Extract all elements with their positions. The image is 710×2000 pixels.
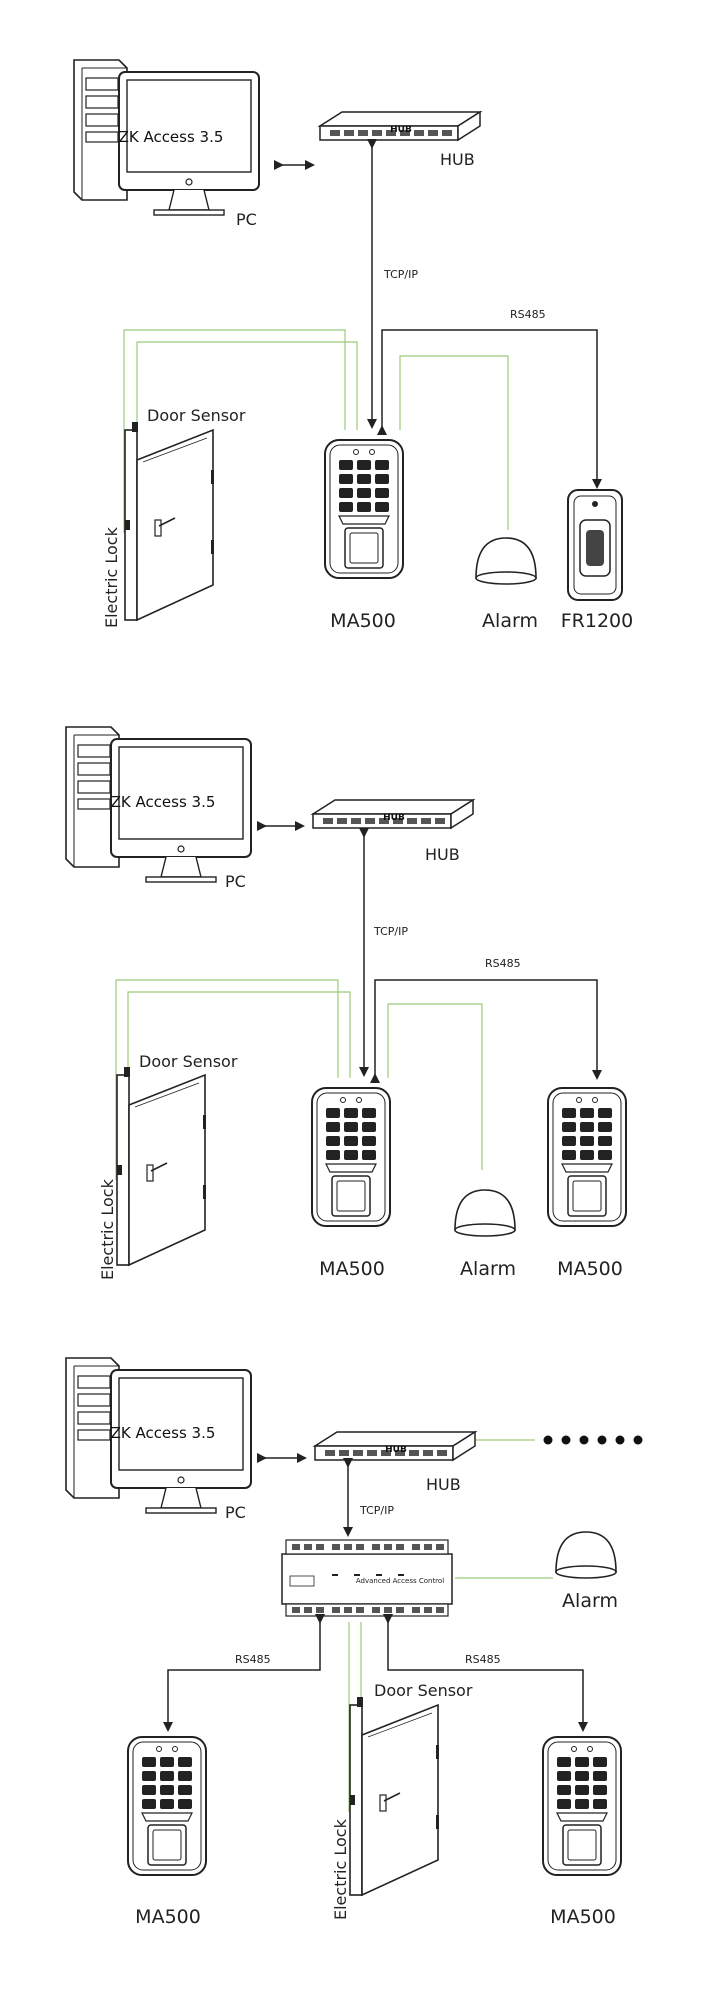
hub-device-text: HUB <box>383 813 405 823</box>
ma500-terminal-icon <box>311 1087 391 1227</box>
software-label: ZK Access 3.5 <box>119 128 224 146</box>
reader-label: MA500 <box>557 1258 623 1280</box>
tcpip-label: TCP/IP <box>383 268 418 281</box>
hub-label: HUB <box>425 845 460 864</box>
lock-wire <box>115 979 339 1180</box>
electric-lock-label: Electric Lock <box>102 526 121 628</box>
pc-label: PC <box>225 1503 246 1522</box>
alarm-icon <box>475 537 537 585</box>
ma500-terminal-icon <box>324 439 404 579</box>
reader-right-label: MA500 <box>550 1906 616 1928</box>
rs485-label: RS485 <box>485 957 521 970</box>
rs485-left-link <box>163 1614 325 1732</box>
door-sensor-label: Door Sensor <box>374 1681 473 1700</box>
rs485-right-link <box>383 1614 588 1732</box>
software-label: ZK Access 3.5 <box>111 1424 216 1442</box>
alarm-icon <box>555 1531 617 1579</box>
ma500-reader-icon <box>547 1087 627 1227</box>
more-devices-dots <box>543 1435 643 1445</box>
ma500-right-icon <box>542 1736 622 1876</box>
door-sensor-icon <box>132 422 138 432</box>
door-sensor-label: Door Sensor <box>147 406 246 425</box>
controller-text: Advanced Access Control <box>356 1577 444 1585</box>
diagram-1: ZK Access 3.5 PC HUB HUB TCP/IP RS485 Do… <box>73 59 633 632</box>
alarm-label: Alarm <box>562 1590 618 1612</box>
diagram-3: ZK Access 3.5 PC HUB HUB TCP/IP Advanced… <box>65 1357 643 1928</box>
ma500-left-icon <box>127 1736 207 1876</box>
fingerprint-reader-icon <box>567 489 623 601</box>
reader-left-label: MA500 <box>135 1906 201 1928</box>
diagram-2: ZK Access 3.5 PC HUB HUB TCP/IP RS485 Do… <box>65 726 627 1280</box>
rs485-link <box>377 329 602 489</box>
hub-label: HUB <box>426 1475 461 1494</box>
sensor-wire <box>136 341 358 430</box>
sensor-wire <box>127 991 351 1078</box>
hub-label: HUB <box>440 150 475 169</box>
door-sensor-label: Door Sensor <box>139 1052 238 1071</box>
terminal-label: MA500 <box>319 1258 385 1280</box>
pc-label: PC <box>236 210 257 229</box>
electric-lock-label: Electric Lock <box>331 1818 350 1920</box>
hub-device-text: HUB <box>385 1445 407 1455</box>
pc-label: PC <box>225 872 246 891</box>
lock-wire <box>123 329 346 533</box>
reader-label: FR1200 <box>561 610 633 632</box>
door-icon <box>116 1074 207 1266</box>
electric-lock-label: Electric Lock <box>98 1178 117 1280</box>
door-icon <box>349 1704 440 1896</box>
hub-device-text: HUB <box>390 125 412 135</box>
door-sensor-icon <box>357 1697 363 1707</box>
alarm-wire <box>399 355 509 530</box>
alarm-label: Alarm <box>482 610 538 632</box>
rs485-label: RS485 <box>510 308 546 321</box>
alarm-wire <box>387 1003 483 1170</box>
terminal-label: MA500 <box>330 610 396 632</box>
alarm-icon <box>454 1189 516 1237</box>
door-sensor-icon <box>124 1067 130 1077</box>
tcpip-label: TCP/IP <box>373 925 408 938</box>
tcpip-label: TCP/IP <box>359 1504 394 1517</box>
software-label: ZK Access 3.5 <box>111 793 216 811</box>
rs485-left-label: RS485 <box>235 1653 271 1666</box>
rs485-link <box>370 979 602 1083</box>
rs485-right-label: RS485 <box>465 1653 501 1666</box>
alarm-label: Alarm <box>460 1258 516 1280</box>
door-icon <box>124 429 215 621</box>
